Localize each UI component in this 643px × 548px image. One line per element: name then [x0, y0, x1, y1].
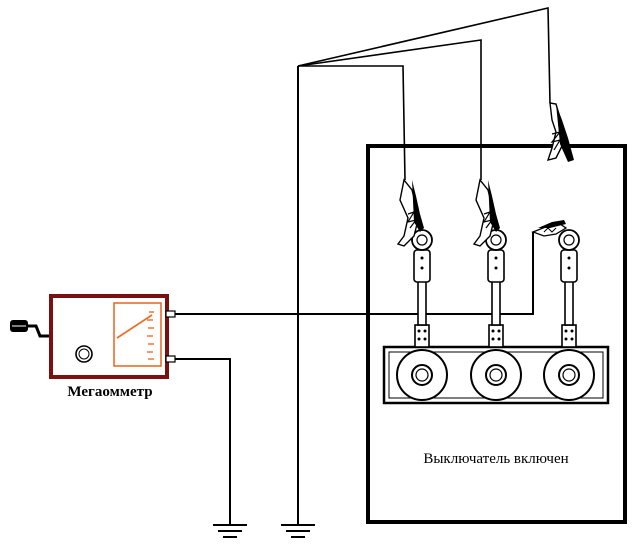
meter-line-lead: [175, 232, 534, 315]
breaker-pole-1: [396, 229, 448, 401]
breaker-pole-2: [470, 229, 522, 401]
meter-scale-icon: [113, 302, 162, 367]
breaker-pole-3: [543, 229, 595, 401]
lead-to-clamp-3: [297, 6, 551, 104]
lead-to-clamp-2: [297, 39, 482, 180]
test-leads: [297, 6, 551, 525]
megohmmeter-label: Мегаомметр: [67, 384, 152, 400]
switch-state-label: Выключатель включен: [423, 451, 568, 467]
terminal-earth: [165, 355, 176, 363]
meter-earth-lead: [175, 358, 231, 525]
crocodile-clip-icon: [531, 220, 568, 237]
breaker-enclosure: [366, 144, 627, 524]
crocodile-clip-icon: [396, 178, 424, 247]
lead-to-clamp-1: [298, 65, 406, 181]
terminal-line: [165, 310, 176, 318]
crocodile-clip-icon: [472, 178, 500, 247]
crocodile-clip-icon: [546, 102, 574, 162]
ground-icon: [281, 524, 315, 538]
ground-icon: [213, 524, 247, 538]
meter-knob-icon: [75, 345, 93, 363]
crank-handle-icon: [10, 320, 52, 338]
megohmmeter: Мегаомметр: [10, 294, 176, 400]
